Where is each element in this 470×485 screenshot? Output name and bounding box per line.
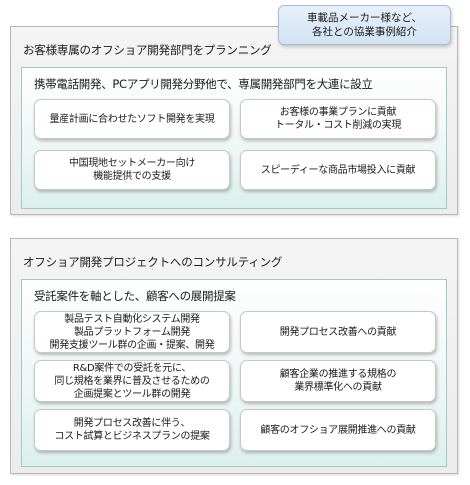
section-offshore-planning: お客様専属のオフショア開発部門をプランニング 携帯電話開発、PCアプリ開発分野他…	[10, 26, 458, 215]
section-title: オフショア開発プロジェクトへのコンサルティング	[23, 255, 283, 269]
section-offshore-consulting: オフショア開発プロジェクトへのコンサルティング 受託案件を軸とした、顧客への展開…	[10, 238, 458, 474]
card-speedy-market: スピーディーな商品市場投入に貢献	[240, 150, 436, 190]
card-cost-estimate: 開発プロセス改善に伴う、 コスト試算とビジネスプランの提案	[34, 409, 230, 451]
card-rnd-standard: R&D案件での受託を元に、 同じ規格を業界に普及させるための 企画提案とツール群…	[34, 360, 230, 402]
section-content-box: 携帯電話開発、PCアプリ開発分野他で、専属開発部門を大連に設立 量産計画に合わせ…	[21, 67, 447, 209]
card-test-automation: 製品テスト自動化システム開発 製品プラットフォーム開発 開発支援ツール群の企画・…	[34, 311, 230, 353]
section-content-box: 受託案件を軸とした、顧客への展開提案 製品テスト自動化システム開発 製品プラット…	[21, 279, 447, 467]
card-process-improvement: 開発プロセス改善への貢献	[240, 311, 436, 353]
section-title: お客様専属のオフショア開発部門をプランニング	[23, 43, 272, 57]
card-industry-standard: 顧客企業の推進する規格の 業界標準化への貢献	[240, 360, 436, 402]
section-subtitle: 携帯電話開発、PCアプリ開発分野他で、専属開発部門を大連に設立	[34, 77, 373, 91]
card-offshore-expansion: 顧客のオフショア展開推進への貢献	[240, 409, 436, 451]
card-china-set-maker: 中国現地セットメーカー向け 機能提供での支援	[34, 150, 230, 190]
callout-box: 車載品メーカー様など、 各社との協業事例紹介	[278, 5, 451, 45]
card-mass-production: 量産計画に合わせたソフト開発を実現	[34, 99, 230, 139]
card-business-plan: お客様の事業プランに貢献 トータル・コスト削減の実現	[240, 99, 436, 139]
section-subtitle: 受託案件を軸とした、顧客への展開提案	[34, 289, 236, 303]
